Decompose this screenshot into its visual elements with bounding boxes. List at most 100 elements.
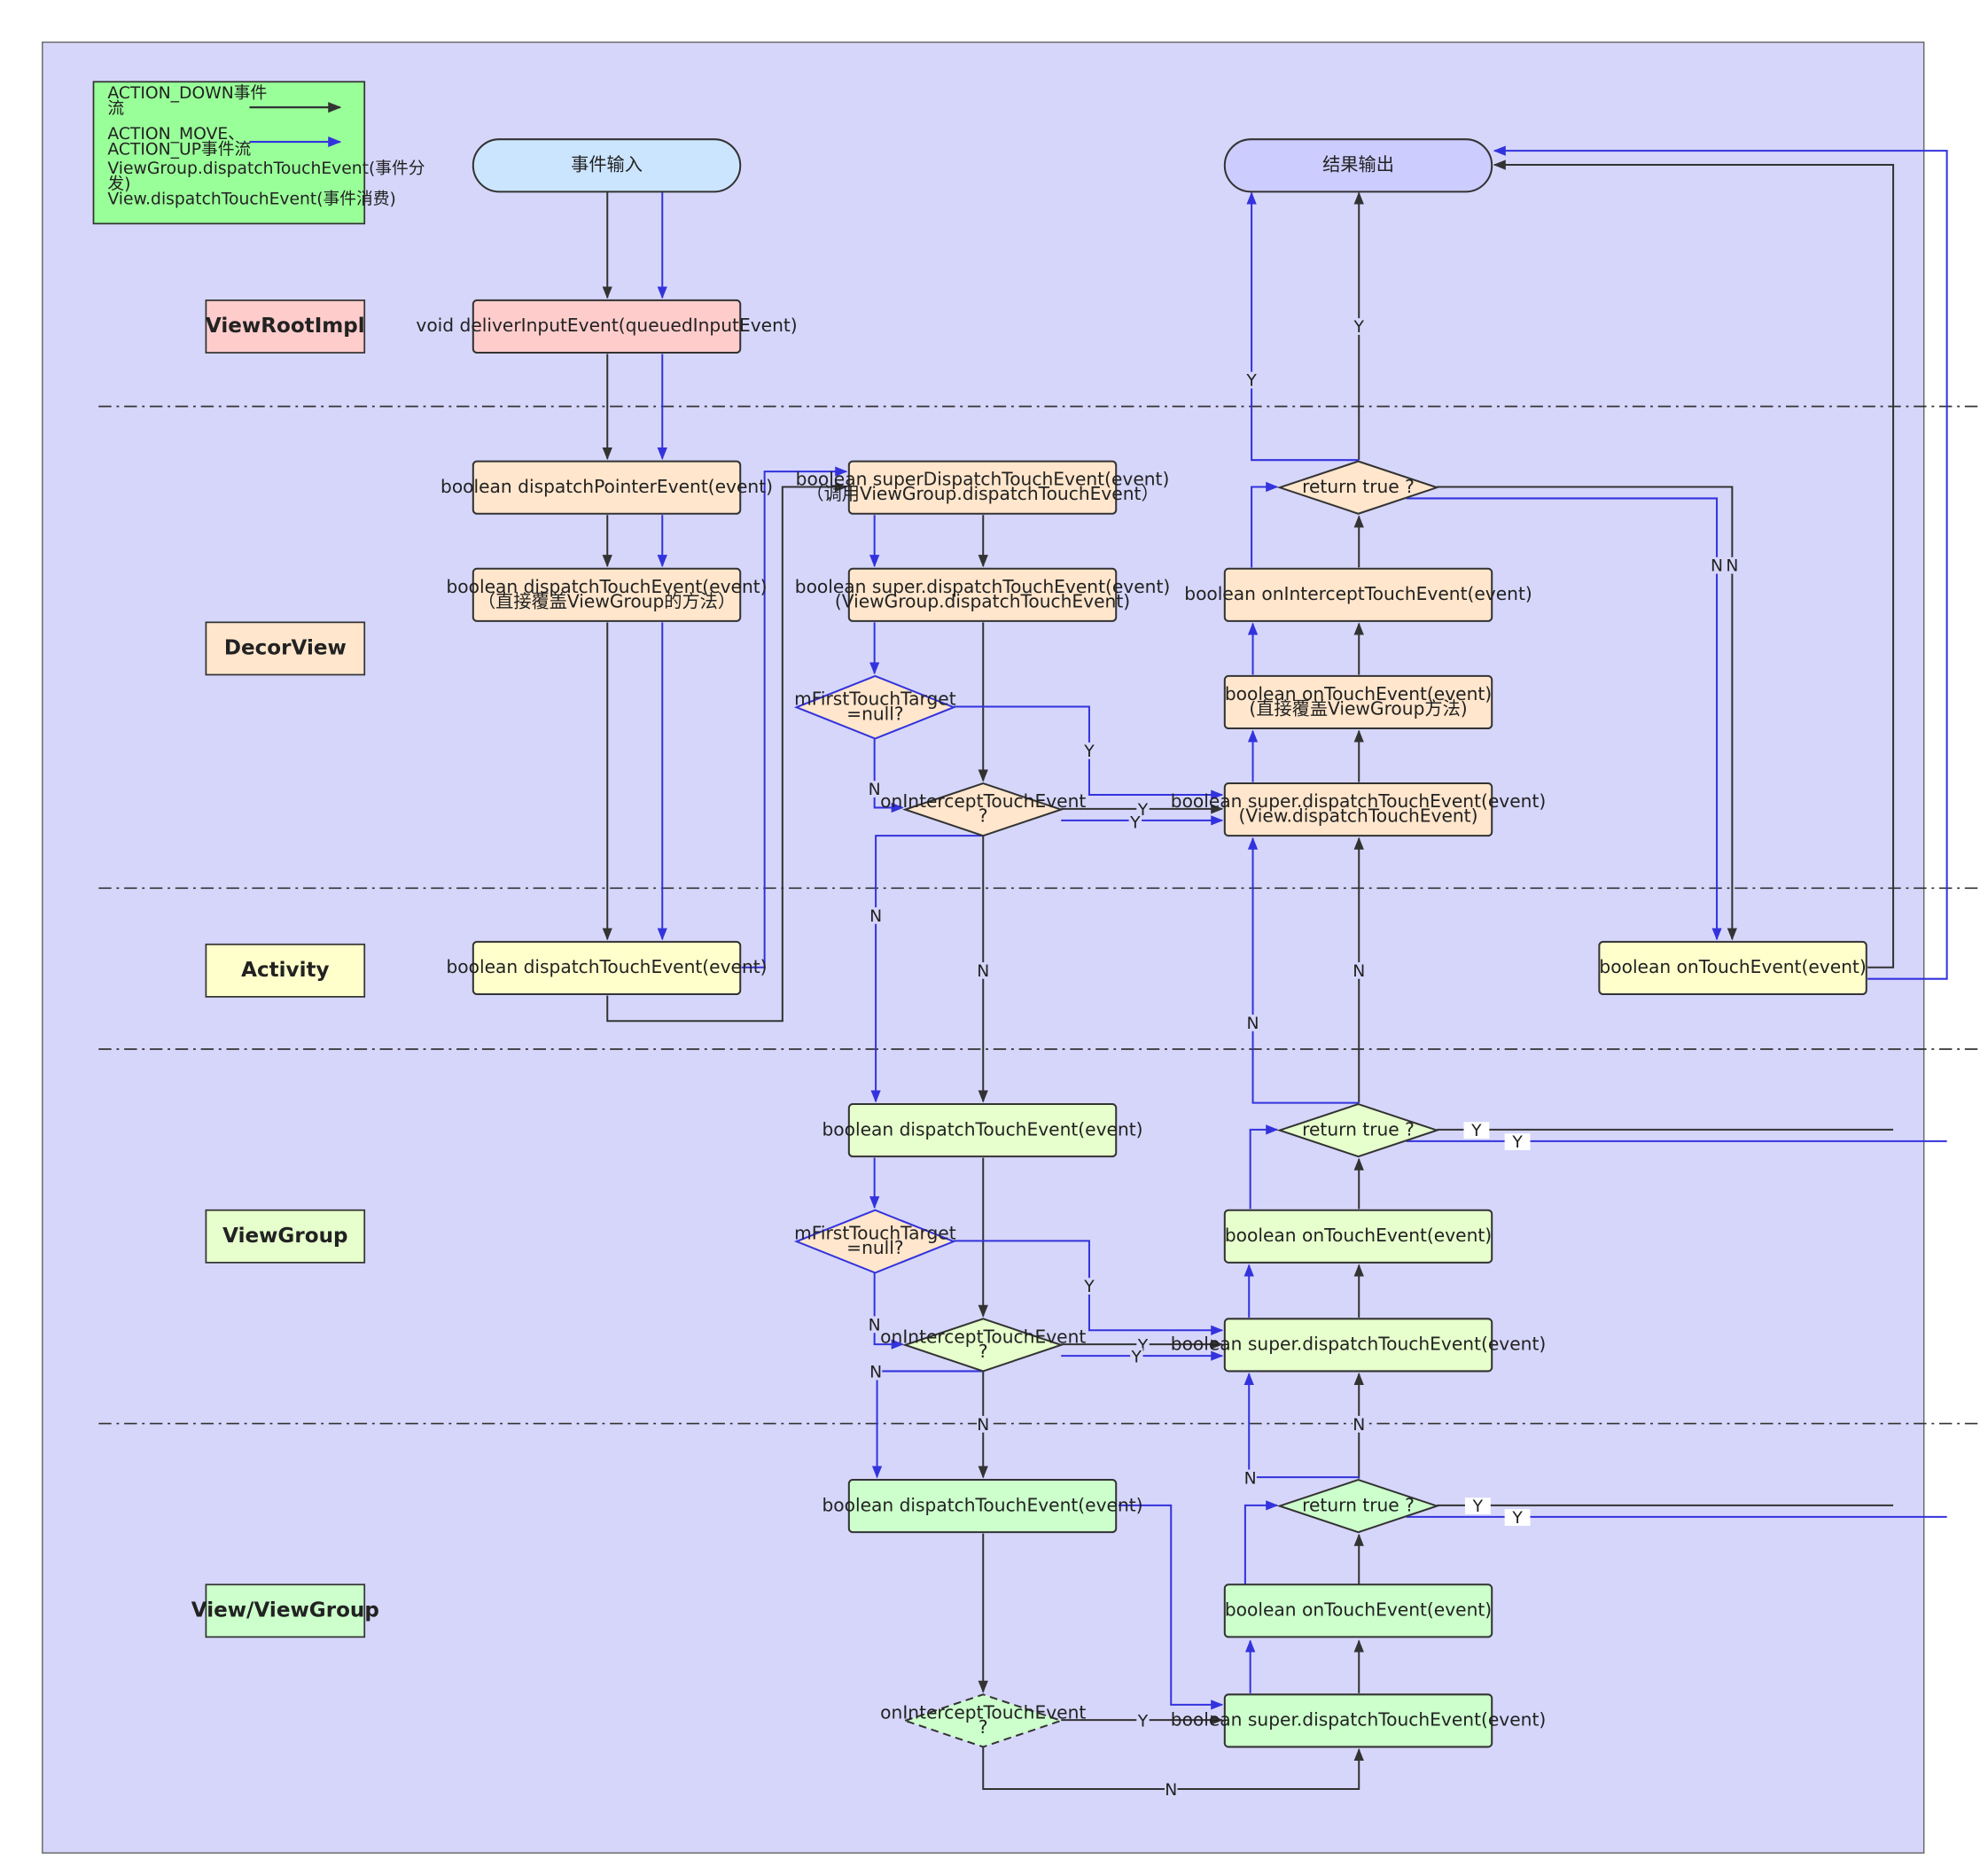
node-label: =null? <box>846 703 903 724</box>
node-shape <box>472 567 742 622</box>
node-label: boolean dispatchTouchEvent(event) <box>822 1118 1142 1140</box>
edge-label-y: Y <box>1083 743 1095 761</box>
lane-activity-box <box>205 943 366 998</box>
node-intercept-2: onInterceptTouchEvent? <box>880 1318 1086 1373</box>
node-label: boolean dispatchTouchEvent(event) <box>446 956 767 977</box>
node-label: boolean dispatchTouchEvent(event) <box>446 576 767 597</box>
node-label: mFirstTouchTarget <box>794 1223 956 1244</box>
node-shape <box>472 940 742 996</box>
node-shape <box>902 1318 1064 1373</box>
node-shape <box>1223 1693 1493 1748</box>
node-label: boolean super.dispatchTouchEvent(event) <box>1171 1709 1547 1731</box>
node-shape <box>793 1209 956 1274</box>
node-shape <box>1223 782 1493 837</box>
legend-box <box>92 81 366 225</box>
node-decor-ontouch: boolean onTouchEvent(event)(直接覆盖ViewGrou… <box>1223 674 1493 730</box>
node-label: boolean dispatchPointerEvent(event) <box>440 476 773 497</box>
edge-label-n: N <box>1247 1015 1259 1033</box>
node-shape <box>1276 460 1440 515</box>
node-shape <box>847 460 1118 515</box>
node-shape <box>1223 1209 1493 1264</box>
node-return-true-1: return true ? <box>1276 460 1440 515</box>
edge-label-n: N <box>977 1416 989 1435</box>
node-label: return true ? <box>1302 1494 1415 1515</box>
node-return-true-2: return true ? <box>1276 1102 1440 1158</box>
node-super-dispatch-decor: boolean superDispatchTouchEvent(event)（调… <box>796 460 1169 515</box>
node-shape <box>1598 940 1867 996</box>
node-shape <box>472 299 742 354</box>
node-input: 事件输入 <box>472 138 742 193</box>
node-label: boolean onTouchEvent(event) <box>1225 683 1492 704</box>
edge-label-y: Y <box>1131 1348 1142 1366</box>
node-decor-dispatch: boolean dispatchTouchEvent(event)（直接覆盖Vi… <box>446 567 768 622</box>
node-vg-super: boolean super.dispatchTouchEvent(event) <box>1171 1318 1547 1373</box>
edge-label-y: Y <box>1511 1133 1523 1152</box>
node-label: onInterceptTouchEvent <box>880 1326 1086 1347</box>
node-shape <box>472 460 742 515</box>
node-dispatch-pointer: boolean dispatchPointerEvent(event) <box>440 460 773 515</box>
node-label: mFirstTouchTarget <box>794 688 956 710</box>
edge-label-n: N <box>1165 1781 1177 1800</box>
node-shape <box>793 674 956 740</box>
node-label: (View.dispatchTouchEvent) <box>1239 805 1478 827</box>
node-label: ? <box>978 805 988 827</box>
edge-label-n: N <box>1711 557 1723 576</box>
edge-label-y: Y <box>1353 318 1365 337</box>
edge-label-y: Y <box>1137 1712 1149 1731</box>
node-mfirst-2: mFirstTouchTarget=null? <box>793 1209 956 1274</box>
node-label: boolean super.dispatchTouchEvent(event) <box>1171 1334 1547 1355</box>
node-label: boolean onTouchEvent(event) <box>1599 956 1866 977</box>
node-label: void deliverInputEvent(queuedInputEvent) <box>416 315 797 336</box>
node-intercept-3: onInterceptTouchEvent? <box>880 1693 1086 1748</box>
legend-move-up-flow: ACTION_MOVE、 ACTION_UP事件流 <box>107 125 251 159</box>
node-label: boolean super.dispatchTouchEvent(event) <box>1171 790 1547 812</box>
edge-label-n: N <box>1244 1469 1257 1488</box>
edge-label-y: Y <box>1472 1497 1484 1516</box>
legend-down-flow: ACTION_DOWN事件 流 <box>107 84 272 118</box>
node-vg-dispatch: boolean dispatchTouchEvent(event) <box>822 1103 1143 1158</box>
node-shape <box>847 567 1118 622</box>
node-vg-ontouch: boolean onTouchEvent(event) <box>1223 1209 1493 1264</box>
lane-activity-label: Activity <box>241 959 329 982</box>
edge-label-y: Y <box>1245 372 1257 391</box>
node-v-ontouch: boolean onTouchEvent(event) <box>1223 1583 1493 1638</box>
legend-view-dispatch: View.dispatchTouchEvent(事件消费) <box>107 191 395 209</box>
node-return-true-3: return true ? <box>1276 1478 1440 1534</box>
node-shape <box>1223 567 1493 622</box>
node-decor-onintercept: boolean onInterceptTouchEvent(event) <box>1184 567 1532 622</box>
node-label: boolean super.dispatchTouchEvent(event) <box>795 576 1170 597</box>
lane-viewrootimpl-label: ViewRootImpl <box>206 315 365 338</box>
node-v-dispatch: boolean dispatchTouchEvent(event) <box>822 1479 1143 1534</box>
lane-viewgroup-label: ViewGroup <box>222 1225 347 1248</box>
node-shape <box>902 1693 1064 1748</box>
flow-nodes: 事件输入结果输出void deliverInputEvent(queuedInp… <box>416 138 1867 1748</box>
edge-label-n: N <box>977 962 989 981</box>
node-label: boolean onTouchEvent(event) <box>1225 1225 1492 1246</box>
edge-label-n: N <box>1353 1416 1365 1435</box>
node-mfirst-1: mFirstTouchTarget=null? <box>793 674 956 740</box>
node-shape <box>1223 1318 1493 1373</box>
lane-labels: ViewRootImpl DecorView Activity ViewGrou… <box>191 299 379 1638</box>
node-label: boolean onTouchEvent(event) <box>1225 1599 1492 1621</box>
node-label: return true ? <box>1302 1118 1415 1140</box>
lane-separators <box>98 405 1979 1425</box>
lane-viewrootimpl-box <box>205 299 366 354</box>
node-shape <box>1276 1102 1440 1158</box>
node-deliver: void deliverInputEvent(queuedInputEvent) <box>416 299 798 354</box>
edge-label-n: N <box>869 781 881 799</box>
lane-viewgroup-box <box>205 1209 366 1264</box>
node-shape <box>472 138 742 193</box>
node-view-super-dispatch-decor: boolean super.dispatchTouchEvent(event)(… <box>1171 782 1547 837</box>
node-shape <box>847 1479 1118 1534</box>
node-activity-ontouch: boolean onTouchEvent(event) <box>1598 940 1867 996</box>
node-label: (ViewGroup.dispatchTouchEvent) <box>835 590 1130 611</box>
legend: ACTION_DOWN事件 流 ACTION_MOVE、 ACTION_UP事件… <box>92 81 425 225</box>
node-label: onInterceptTouchEvent <box>880 790 1086 812</box>
node-shape <box>1223 674 1493 730</box>
lane-decorview-box <box>205 621 366 676</box>
node-label: boolean dispatchTouchEvent(event) <box>822 1494 1142 1515</box>
node-activity-dispatch: boolean dispatchTouchEvent(event) <box>446 940 768 996</box>
edge-label-n: N <box>869 1316 881 1334</box>
node-label: ? <box>978 1341 988 1362</box>
